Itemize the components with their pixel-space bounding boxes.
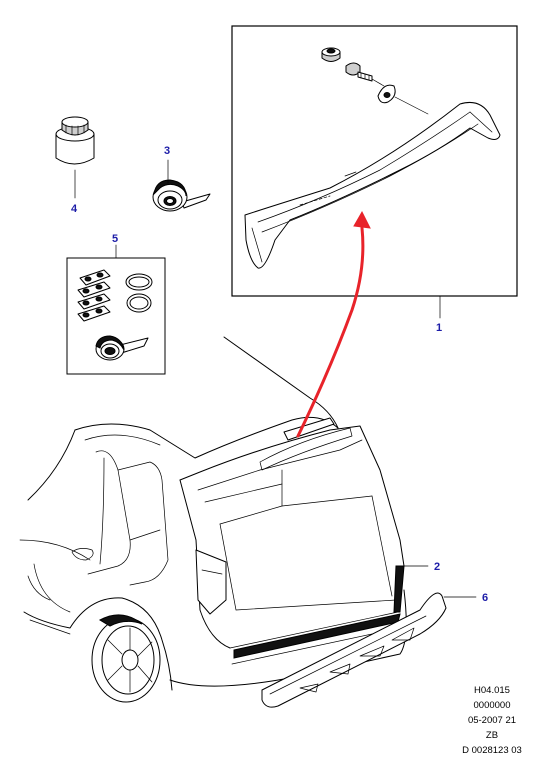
rear-apron-part xyxy=(261,592,447,708)
install-location-arrow xyxy=(296,210,371,438)
callout-6: 6 xyxy=(482,592,488,604)
reference-code-block: H04.015 0000000 05-2007 21 ZB D 0028123 … xyxy=(462,685,522,756)
leader-lines xyxy=(74,159,477,598)
spoiler-washer-icon xyxy=(377,84,396,104)
tape-roll-part xyxy=(152,179,211,212)
reference-code-line: D 0028123 03 xyxy=(462,745,522,756)
reference-code-line: ZB xyxy=(486,730,498,741)
callout-3: 3 xyxy=(164,145,170,157)
reference-code-line: H04.015 xyxy=(474,685,510,696)
rear-spoiler-part xyxy=(244,101,501,269)
vehicle-rear-illustration xyxy=(19,336,447,708)
spoiler-detail-panel xyxy=(231,25,518,297)
rear-wheel-icon xyxy=(91,614,161,703)
kit-clips-icon xyxy=(77,269,111,322)
reference-code-line: 0000000 xyxy=(474,700,511,711)
kit-seal-rings-icon xyxy=(125,273,153,313)
callout-4: 4 xyxy=(71,203,78,215)
spoiler-fastener-cap-icon xyxy=(321,47,341,62)
callout-1: 1 xyxy=(436,322,442,334)
callout-2: 2 xyxy=(434,561,440,573)
spoiler-detail-frame xyxy=(231,25,518,297)
spoiler-bolt-icon xyxy=(345,62,373,82)
repair-kit-panel xyxy=(66,257,166,375)
reference-code-line: 05-2007 21 xyxy=(468,715,516,726)
callout-5: 5 xyxy=(112,233,118,245)
adhesive-container-part xyxy=(55,116,95,165)
kit-tape-roll-icon xyxy=(95,335,149,361)
